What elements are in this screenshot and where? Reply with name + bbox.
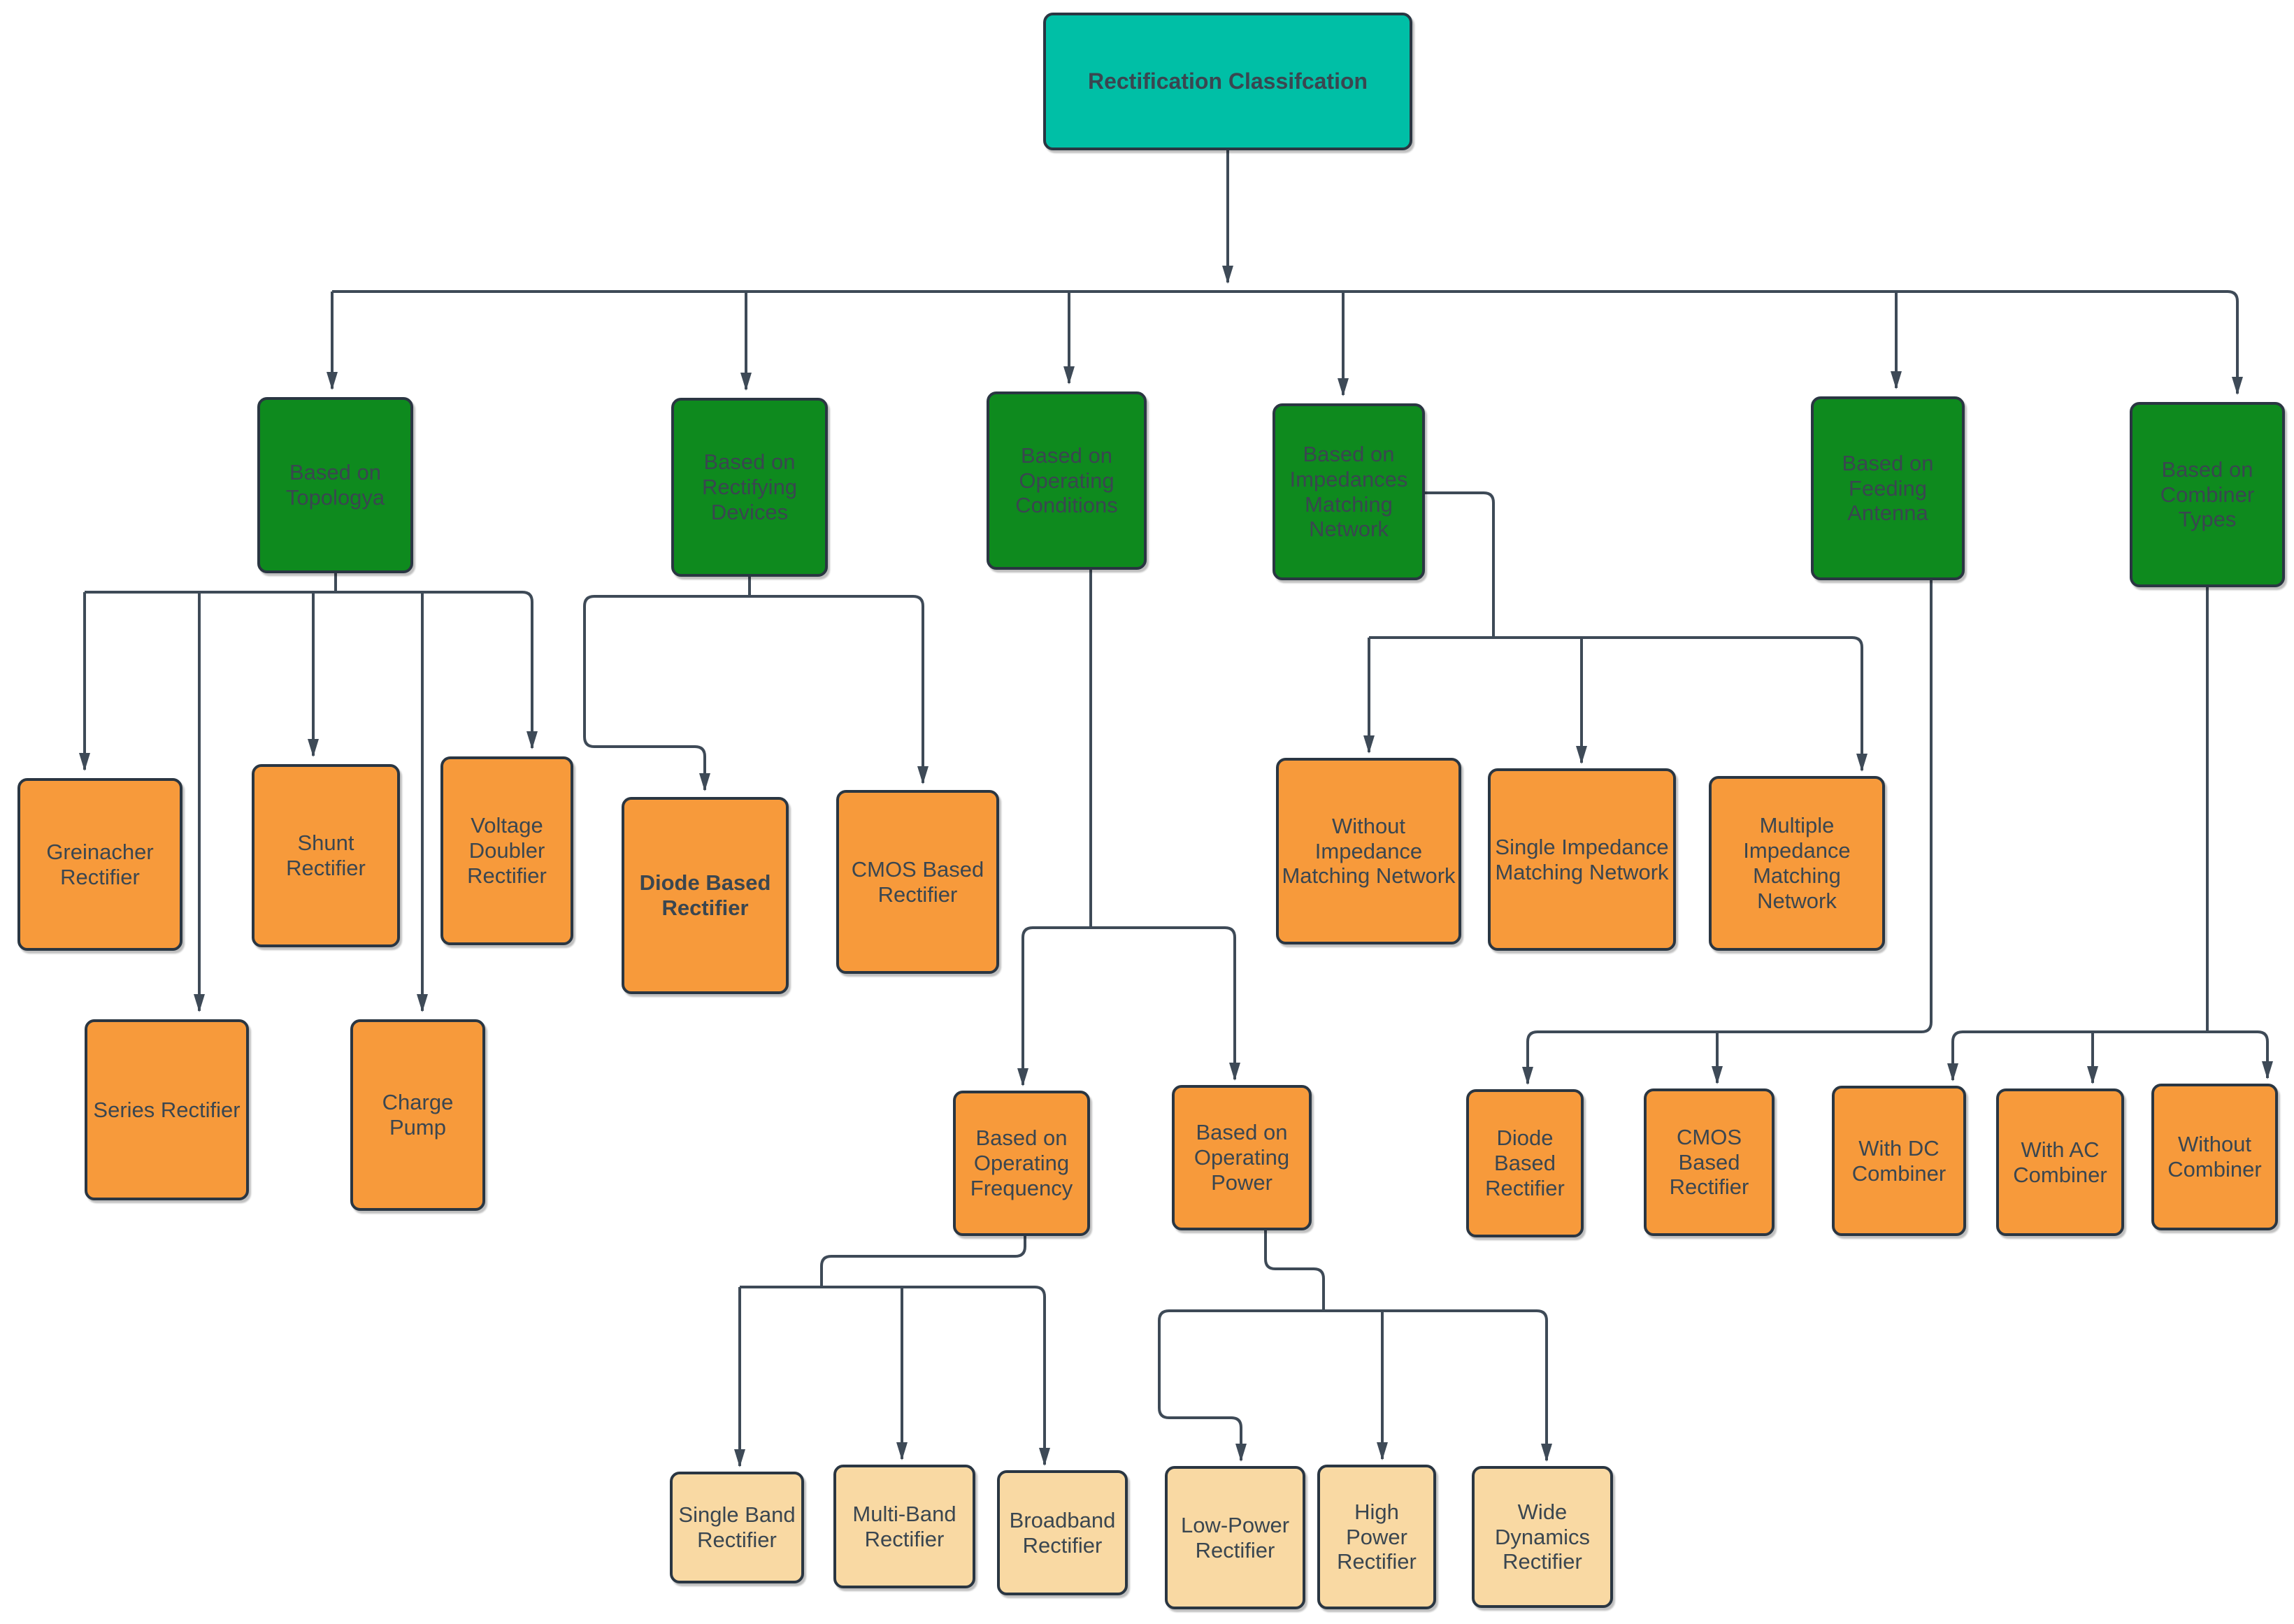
node-rectification-classification: Rectification Classifcation	[1043, 13, 1412, 150]
node-without-combiner: Without Combiner	[2151, 1084, 2278, 1230]
node-broadband-rectifier: Broadband Rectifier	[997, 1470, 1128, 1595]
edges-group	[79, 150, 2273, 1467]
node-based-on-feeding-antenna: Based on Feeding Antenna	[1811, 396, 1965, 580]
node-based-on-combiner-types: Based on Combiner Types	[2130, 402, 2285, 587]
node-voltage-doubler-rectifier: Voltage Doubler Rectifier	[440, 756, 573, 945]
edge	[1425, 491, 1495, 638]
node-with-ac-combiner: With AC Combiner	[1996, 1088, 2124, 1236]
node-series-rectifier: Series Rectifier	[85, 1019, 249, 1200]
node-cmos-based-rectifier-feeding: CMOS Based Rectifier	[1644, 1088, 1775, 1236]
edge	[740, 1286, 1050, 1466]
edge	[1264, 1230, 1325, 1311]
edge	[594, 595, 929, 784]
node-based-on-operating-frequency: Based on Operating Frequency	[953, 1091, 1090, 1236]
node-greinacher-rectifier: Greinacher Rectifier	[17, 778, 182, 951]
node-charge-pump: Charge Pump	[350, 1019, 485, 1211]
node-wide-dynamics-rectifier: Wide Dynamics Rectifier	[1472, 1466, 1613, 1608]
node-low-power-rectifier: Low-Power Rectifier	[1165, 1466, 1305, 1609]
edge	[1158, 1309, 1548, 1321]
edge	[1522, 580, 1933, 1085]
node-based-on-impedances-matching-network: Based on Impedances Matching Network	[1273, 403, 1425, 580]
node-shunt-rectifier: Shunt Rectifier	[252, 764, 400, 947]
node-multi-band-rectifier: Multi-Band Rectifier	[833, 1465, 975, 1588]
node-single-band-rectifier: Single Band Rectifier	[670, 1472, 804, 1583]
node-based-on-operating-power: Based on Operating Power	[1172, 1085, 1312, 1230]
node-based-on-operating-conditions: Based on Operating Conditions	[987, 391, 1147, 570]
edge	[820, 1236, 1026, 1287]
node-diode-based-rectifier: Diode Based Rectifier	[622, 797, 789, 994]
node-without-impedance-matching-network: Without Impedance Matching Network	[1276, 758, 1461, 944]
edge	[1158, 1321, 1247, 1462]
edge	[1369, 636, 1868, 772]
node-cmos-based-rectifier: CMOS Based Rectifier	[836, 790, 999, 974]
node-multiple-impedance-matching-network: Multiple Impedance Matching Network	[1709, 776, 1885, 951]
node-single-impedance-matching-network: Single Impedance Matching Network	[1488, 768, 1676, 951]
edge	[1021, 926, 1236, 938]
edge	[1951, 1030, 2269, 1042]
node-based-on-rectifying-devices: Based on Rectifying Devices	[671, 398, 828, 577]
edge	[85, 591, 538, 749]
node-with-dc-combiner: With DC Combiner	[1832, 1086, 1966, 1236]
node-based-on-topology: Based on Topologya	[257, 397, 413, 573]
edge	[583, 595, 710, 791]
node-high-power-rectifier: High Power Rectifier	[1317, 1465, 1436, 1609]
edge	[332, 290, 2243, 395]
node-diode-based-rectifier-feeding: Diode Based Rectifier	[1466, 1089, 1584, 1237]
